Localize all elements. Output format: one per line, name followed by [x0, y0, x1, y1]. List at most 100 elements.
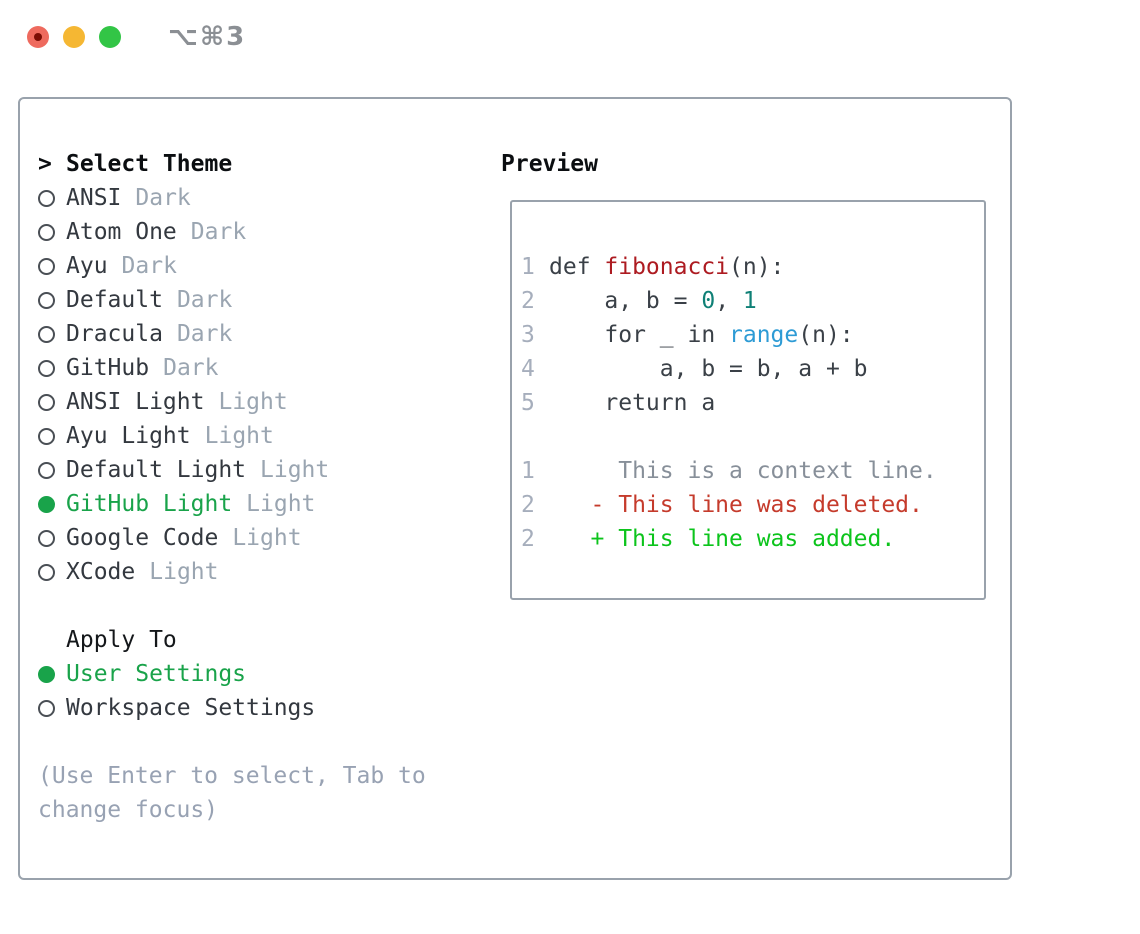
- keyboard-hint: (Use Enter to select, Tab to change focu…: [38, 763, 426, 823]
- apply-option-label: User Settings: [66, 661, 247, 687]
- theme-variant-tag: Light: [204, 423, 274, 449]
- theme-option-label: ANSI Light: [66, 389, 205, 415]
- theme-variant-tag: Dark: [163, 355, 219, 381]
- radio-icon: [38, 359, 55, 377]
- theme-option-label: Google Code: [66, 525, 219, 551]
- preview-line: 1 This is a context line.: [521, 454, 984, 488]
- line-number: 3: [521, 322, 535, 348]
- theme-option-default-light[interactable]: Default Light Light: [38, 453, 470, 487]
- titlebar: ⌥⌘3: [0, 0, 1140, 76]
- theme-variant-tag: Light: [218, 389, 288, 415]
- theme-option-label: Ayu Light: [66, 423, 191, 449]
- minimize-button[interactable]: [63, 26, 85, 48]
- theme-option-label: Default Light: [66, 457, 247, 483]
- code-token-deleted: - This line was deleted.: [549, 492, 923, 518]
- line-number: 1: [521, 254, 535, 280]
- theme-variant-tag: Light: [232, 525, 302, 551]
- theme-option-ansi[interactable]: ANSI Dark: [38, 181, 470, 215]
- close-button[interactable]: [27, 26, 49, 48]
- theme-option-label: Default: [66, 287, 163, 313]
- apply-option-user-settings[interactable]: User Settings: [38, 657, 470, 691]
- theme-variant-tag: Light: [149, 559, 219, 585]
- code-token-plain: a, b = b, a + b: [549, 356, 868, 382]
- preview-line: 2 - This line was deleted.: [521, 488, 984, 522]
- theme-option-dracula[interactable]: Dracula Dark: [38, 317, 470, 351]
- focus-caret: >: [38, 151, 52, 177]
- theme-variant-tag: Light: [260, 457, 330, 483]
- code-token-builtin: range: [729, 322, 799, 348]
- code-token-plain: return a: [549, 390, 716, 416]
- theme-option-label: GitHub: [66, 355, 150, 381]
- code-token-added: + This line was added.: [549, 526, 896, 552]
- radio-icon: [38, 393, 55, 411]
- preview-line: 3 for _ in range(n):: [521, 318, 984, 352]
- code-token-number: 1: [742, 288, 757, 314]
- radio-icon: [38, 699, 55, 717]
- theme-option-label: XCode: [66, 559, 136, 585]
- code-token-context: This is a context line.: [549, 458, 937, 484]
- code-token-plain: def: [549, 254, 605, 280]
- theme-option-github[interactable]: GitHub Dark: [38, 351, 470, 385]
- section-gap: [38, 589, 470, 623]
- theme-variant-tag: Dark: [176, 321, 233, 347]
- line-number: 2: [521, 288, 535, 314]
- theme-variant-tag: Dark: [121, 253, 177, 279]
- radio-selected-icon: [38, 665, 55, 683]
- code-token-plain: a, b =: [549, 288, 702, 314]
- theme-option-xcode[interactable]: XCode Light: [38, 555, 470, 589]
- code-token-plain: (n):: [729, 254, 785, 280]
- preview-line: [521, 420, 984, 454]
- window-title: ⌥⌘3: [168, 22, 247, 52]
- radio-icon: [38, 291, 55, 309]
- preview-line: 1 def fibonacci(n):: [521, 250, 984, 284]
- radio-icon: [38, 529, 55, 547]
- preview-line: 4 a, b = b, a + b: [521, 352, 984, 386]
- theme-option-ayu[interactable]: Ayu Dark: [38, 249, 470, 283]
- code-token-plain: (n):: [798, 322, 854, 348]
- radio-selected-icon: [38, 495, 55, 513]
- radio-icon: [38, 223, 55, 241]
- theme-option-label: ANSI: [66, 185, 122, 211]
- code-token-plain: ,: [715, 288, 743, 314]
- theme-option-label: Ayu: [66, 253, 108, 279]
- preview-header: Preview: [501, 151, 598, 177]
- theme-option-google-code[interactable]: Google Code Light: [38, 521, 470, 555]
- theme-option-label: Dracula: [66, 321, 163, 347]
- apply-to-header: Apply To: [66, 627, 177, 653]
- select-theme-header-row: > Select Theme: [38, 147, 470, 181]
- theme-variant-tag: Light: [246, 491, 316, 517]
- line-number: 1: [521, 458, 535, 484]
- theme-option-default[interactable]: Default Dark: [38, 283, 470, 317]
- radio-icon: [38, 563, 55, 581]
- theme-option-github-light[interactable]: GitHub Light Light: [38, 487, 470, 521]
- apply-option-workspace-settings[interactable]: Workspace Settings: [38, 691, 470, 725]
- theme-option-ansi-light[interactable]: ANSI Light Light: [38, 385, 470, 419]
- theme-variant-tag: Dark: [190, 219, 247, 245]
- code-token-number: 0: [701, 288, 716, 314]
- radio-icon: [38, 325, 55, 343]
- code-token-func: fibonacci: [604, 254, 730, 280]
- select-theme-header: Select Theme: [66, 151, 233, 177]
- line-number: 4: [521, 356, 535, 382]
- line-number: 2: [521, 492, 535, 518]
- theme-option-label: GitHub Light: [66, 491, 233, 517]
- zoom-button[interactable]: [99, 26, 121, 48]
- line-number: 2: [521, 526, 535, 552]
- theme-variant-tag: Dark: [135, 185, 191, 211]
- theme-option-ayu-light[interactable]: Ayu Light Light: [38, 419, 470, 453]
- theme-option-label: Atom One: [66, 219, 177, 245]
- theme-option-atom-one[interactable]: Atom One Dark: [38, 215, 470, 249]
- radio-icon: [38, 427, 55, 445]
- code-token-plain: for _ in: [549, 322, 730, 348]
- theme-variant-tag: Dark: [176, 287, 233, 313]
- radio-icon: [38, 461, 55, 479]
- unsaved-indicator-dot: [34, 33, 42, 41]
- traffic-lights: [27, 26, 121, 48]
